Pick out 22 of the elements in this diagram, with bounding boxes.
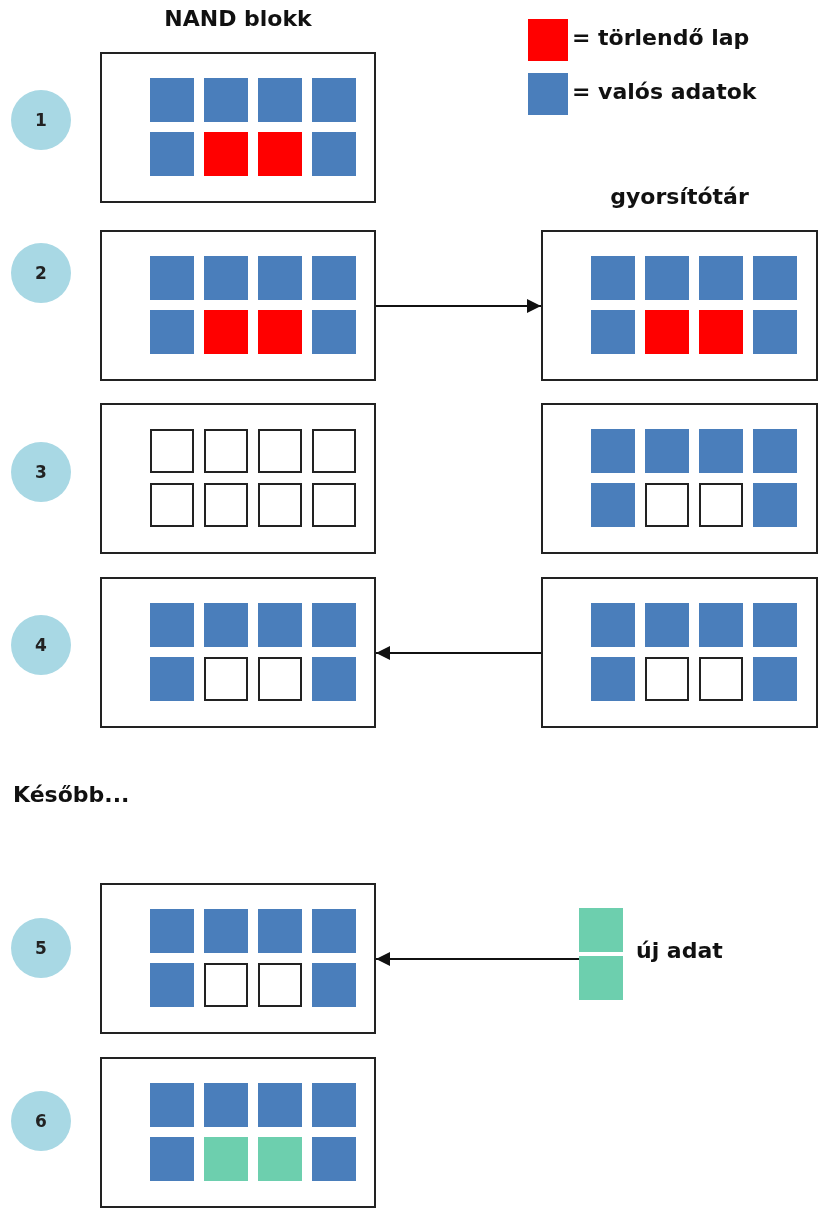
step-number-circle: 5 — [11, 918, 71, 978]
arrow — [375, 646, 542, 660]
memory-block — [100, 883, 376, 1034]
arrow — [375, 299, 542, 313]
memory-block — [100, 577, 376, 728]
step-number-circle: 1 — [11, 90, 71, 150]
memory-block — [541, 577, 818, 728]
memory-block — [100, 1057, 376, 1208]
data-label: új adat — [636, 938, 723, 963]
legend-text: = törlendő lap — [572, 25, 750, 50]
block-heading: gyorsítótár — [609, 184, 750, 209]
legend-text: = valós adatok — [572, 79, 757, 104]
step-number-circle: 4 — [11, 615, 71, 675]
block-heading: NAND blokk — [163, 6, 313, 31]
arrow — [375, 952, 580, 966]
memory-block — [541, 403, 818, 554]
memory-block — [100, 403, 376, 554]
step-number-circle: 6 — [11, 1091, 71, 1151]
step-number-circle: 3 — [11, 442, 71, 502]
note-text: Később... — [13, 782, 130, 807]
memory-block — [100, 230, 376, 381]
step-number-circle: 2 — [11, 243, 71, 303]
